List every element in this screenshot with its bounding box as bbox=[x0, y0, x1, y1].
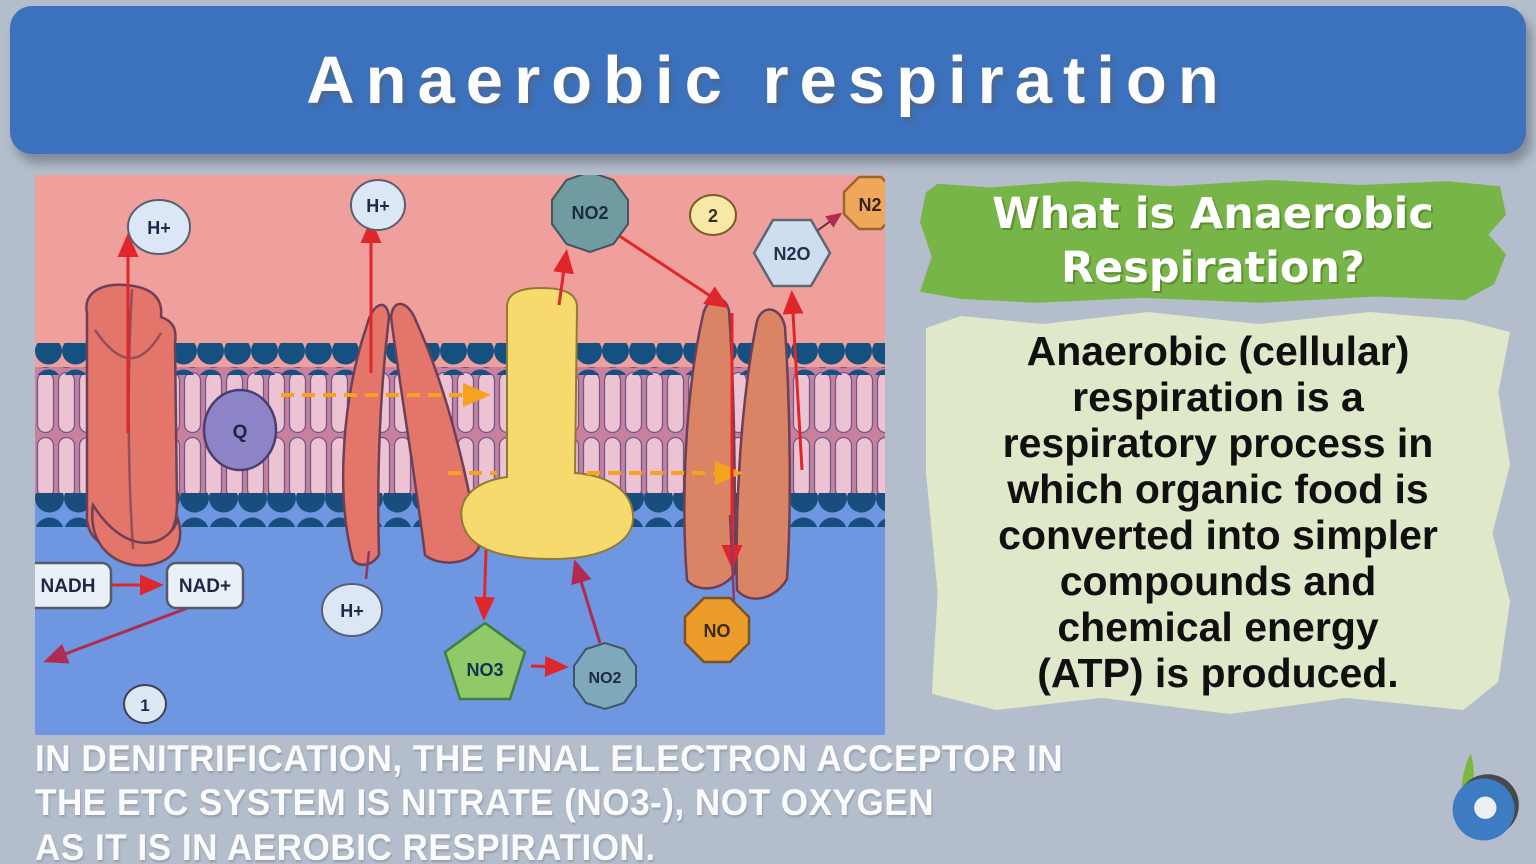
step-1-label: 1 bbox=[140, 696, 149, 715]
n2o-label: N2O bbox=[773, 244, 810, 264]
definition-line: respiration is a bbox=[1072, 374, 1364, 421]
no2-bottom bbox=[573, 641, 637, 711]
h-plus-bottom-label: H+ bbox=[340, 601, 364, 621]
no3-label: NO3 bbox=[466, 660, 503, 680]
h-plus-bottom bbox=[321, 583, 383, 637]
nad-label: NAD+ bbox=[179, 576, 231, 597]
nadh-box bbox=[35, 561, 113, 610]
etc-diagram-svg: Q H+ H+ NO2 2 N2O N2 NADH NAD+ H+ bbox=[35, 175, 885, 735]
no3-molecule bbox=[443, 621, 527, 701]
arrow-nad-diagonal bbox=[43, 601, 202, 664]
no-molecule bbox=[683, 596, 751, 664]
caption-line-3: AS IT IS IN AEROBIC RESPIRATION. bbox=[35, 826, 656, 864]
reaction-arrows bbox=[43, 212, 843, 677]
h-plus-mid-label: H+ bbox=[366, 196, 390, 216]
n2o-molecule bbox=[752, 218, 832, 288]
etc-membrane-diagram: Q H+ H+ NO2 2 N2O N2 NADH NAD+ H+ bbox=[35, 175, 885, 735]
step-2-label: 2 bbox=[708, 206, 718, 226]
n2-molecule bbox=[842, 175, 885, 231]
yellow-protein bbox=[460, 286, 635, 561]
line-complex2-to-hplus bbox=[364, 550, 371, 580]
arrow-no3-to-no2 bbox=[530, 655, 569, 677]
complex-4-right-lobe bbox=[735, 308, 792, 600]
definition-box: Anaerobic (cellular) respiration is a re… bbox=[926, 312, 1510, 714]
arrow-no2-to-yellow bbox=[571, 559, 602, 644]
question-line-1: What is Anaerobic bbox=[992, 189, 1434, 240]
caption-line-2: THE ETC SYSTEM IS NITRATE (NO3-), NOT OX… bbox=[35, 782, 935, 824]
complex-4-left-lobe bbox=[683, 297, 737, 590]
question-line-2: Respiration? bbox=[1060, 243, 1365, 293]
nad-box bbox=[165, 561, 245, 610]
definition-line: compounds and bbox=[1059, 557, 1377, 604]
definition-line: (ATP) is produced. bbox=[1037, 649, 1399, 696]
no-label: NO bbox=[704, 621, 731, 641]
complex-2-left-lobe bbox=[341, 303, 391, 566]
nadh-label: NADH bbox=[41, 576, 96, 597]
caption-line-1: IN DENITRIFICATION, THE FINAL ELECTRON A… bbox=[35, 738, 1064, 779]
definition-line: which organic food is bbox=[1007, 466, 1429, 513]
complex-1-fold bbox=[90, 501, 182, 567]
step-2-token bbox=[689, 194, 737, 236]
arrow-no-to-n2o bbox=[782, 290, 804, 471]
no2-top-label: NO2 bbox=[571, 203, 608, 223]
arrow-no2-to-complex4 bbox=[617, 233, 730, 309]
definition-line: converted into simpler bbox=[998, 512, 1438, 558]
logo-center-hole bbox=[1474, 796, 1497, 819]
membrane-proteins bbox=[85, 283, 792, 600]
q-label: Q bbox=[233, 422, 248, 443]
n2-label: N2 bbox=[858, 195, 881, 215]
denitrification-caption: IN DENITRIFICATION, THE FINAL ELECTRON A… bbox=[35, 737, 1156, 864]
no2-top bbox=[551, 175, 629, 254]
arrow-yellow-to-no3 bbox=[474, 549, 496, 621]
arrow-to-no2-top bbox=[553, 249, 574, 306]
complex-2-right-lobe bbox=[389, 302, 481, 564]
step-1-token bbox=[123, 684, 167, 724]
molecules: Q H+ H+ NO2 2 N2O N2 NADH NAD+ H+ bbox=[35, 175, 885, 724]
line-complex4-to-no bbox=[728, 514, 736, 604]
proton-flow-arrows bbox=[281, 383, 743, 485]
h-plus-mid bbox=[350, 179, 406, 231]
biology-online-logo bbox=[1438, 748, 1524, 852]
h-plus-left bbox=[127, 199, 191, 255]
question-banner: What is Anaerobic Respiration? bbox=[920, 180, 1506, 303]
definition-line: respiratory process in bbox=[1002, 420, 1434, 467]
definition-line: Anaerobic (cellular) bbox=[1026, 328, 1410, 375]
no2-bottom-label: NO2 bbox=[589, 670, 622, 687]
logo-svg bbox=[1452, 753, 1519, 841]
h-plus-left-label: H+ bbox=[147, 218, 171, 238]
page-title: Anaerobic respiration bbox=[306, 42, 1230, 118]
q-ubiquinone bbox=[202, 388, 278, 472]
title-banner: Anaerobic respiration bbox=[10, 6, 1526, 154]
definition-line: chemical energy bbox=[1057, 603, 1379, 650]
lipid-heads-top bbox=[35, 343, 885, 375]
